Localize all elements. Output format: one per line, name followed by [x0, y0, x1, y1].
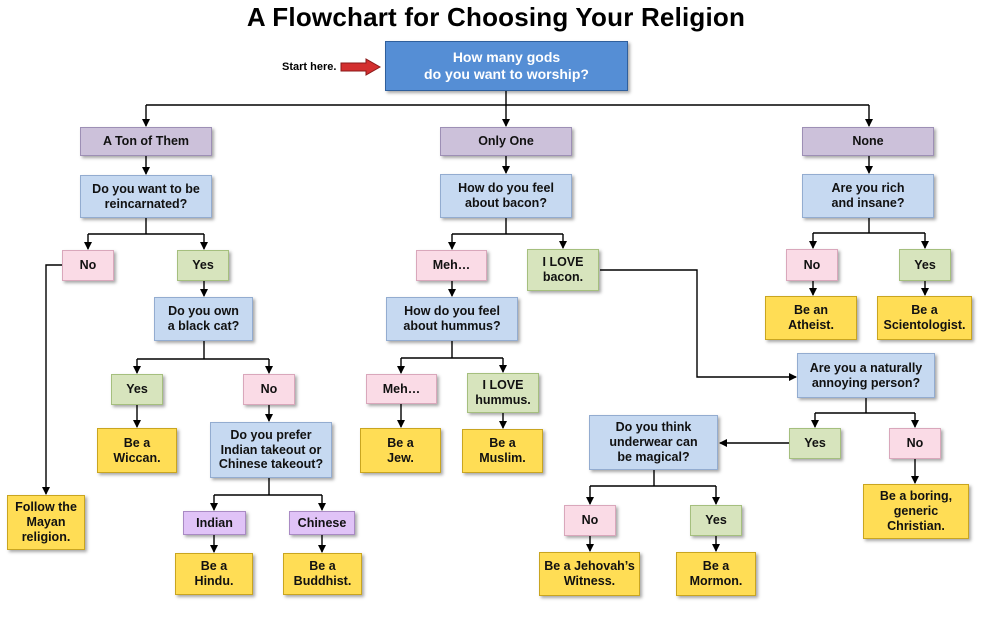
- answer-yes-black-cat: Yes: [111, 374, 163, 405]
- answer-yes-underwear: Yes: [690, 505, 742, 536]
- question-hummus: How do you feel about hummus?: [386, 297, 518, 341]
- answer-no-annoying: No: [889, 428, 941, 459]
- question-bacon: How do you feel about bacon?: [440, 174, 572, 218]
- category-one-god: Only One: [440, 127, 572, 156]
- answer-no-rich: No: [786, 249, 838, 281]
- result-hindu: Be a Hindu.: [175, 553, 253, 595]
- question-takeout: Do you prefer Indian takeout or Chinese …: [210, 422, 332, 478]
- answer-yes-rich: Yes: [899, 249, 951, 281]
- option-chinese: Chinese: [289, 511, 355, 535]
- answer-yes-annoying: Yes: [789, 428, 841, 459]
- result-atheist: Be an Atheist.: [765, 296, 857, 340]
- result-mormon: Be a Mormon.: [676, 552, 756, 596]
- result-muslim: Be a Muslim.: [462, 429, 543, 473]
- page-title: A Flowchart for Choosing Your Religion: [246, 2, 746, 32]
- result-wiccan: Be a Wiccan.: [97, 428, 177, 473]
- start-label: Start here.: [282, 61, 337, 73]
- result-jehovah: Be a Jehovah’s Witness.: [539, 552, 640, 596]
- answer-no-reincarnated: No: [62, 250, 114, 281]
- result-christian: Be a boring, generic Christian.: [863, 484, 969, 539]
- answer-love-bacon: I LOVE bacon.: [527, 249, 599, 291]
- option-indian: Indian: [183, 511, 246, 535]
- answer-love-hummus: I LOVE hummus.: [467, 373, 539, 413]
- question-annoying: Are you a naturally annoying person?: [797, 353, 935, 398]
- question-black-cat: Do you own a black cat?: [154, 297, 253, 341]
- category-many-gods: A Ton of Them: [80, 127, 212, 156]
- start-arrow-icon: [340, 58, 382, 76]
- answer-meh-bacon: Meh…: [416, 250, 487, 281]
- category-no-gods: None: [802, 127, 934, 156]
- question-rich-insane: Are you rich and insane?: [802, 174, 934, 218]
- question-reincarnated: Do you want to be reincarnated?: [80, 175, 212, 218]
- result-buddhist: Be a Buddhist.: [283, 553, 362, 595]
- answer-no-black-cat: No: [243, 374, 295, 405]
- result-mayan: Follow the Mayan religion.: [7, 495, 85, 550]
- question-underwear: Do you think underwear can be magical?: [589, 415, 718, 470]
- result-scientologist: Be a Scientologist.: [877, 296, 972, 340]
- start-question-box: How many gods do you want to worship?: [385, 41, 628, 91]
- answer-no-underwear: No: [564, 505, 616, 536]
- answer-yes-reincarnated: Yes: [177, 250, 229, 281]
- result-jew: Be a Jew.: [360, 428, 441, 473]
- answer-meh-hummus: Meh…: [366, 374, 437, 404]
